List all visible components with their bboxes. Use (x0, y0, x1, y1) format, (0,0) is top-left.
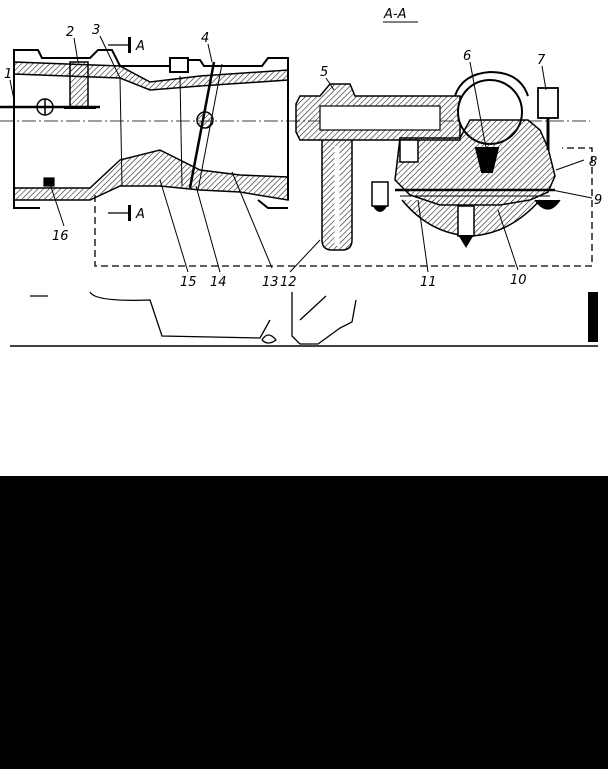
callout-12: 12 (280, 275, 297, 290)
callout-4: 4 (201, 31, 209, 46)
callout-9: 9 (594, 193, 602, 208)
section-title: A-A (383, 7, 418, 23)
callout-2: 2 (66, 25, 74, 40)
section-mark-bottom: A (108, 205, 145, 222)
bottom-sketch-strip (10, 291, 598, 347)
callout-15: 15 (180, 275, 197, 290)
channel-16-part (43, 177, 55, 187)
callout-8: 8 (589, 155, 597, 170)
svg-text:A: A (135, 39, 145, 54)
callout-5: 5 (320, 65, 328, 80)
callout-6: 6 (463, 49, 471, 64)
svg-text:A-A: A-A (383, 7, 406, 22)
dashed-outline (94, 147, 593, 267)
callout-7: 7 (537, 53, 546, 68)
callout-16: 16 (52, 229, 69, 244)
callout-11: 11 (420, 275, 437, 290)
venturi-body (13, 49, 289, 209)
air-valve-1-part (0, 98, 100, 116)
black-scan-area (0, 476, 608, 769)
section-mark-top: A (108, 37, 145, 54)
jet-block-body (295, 70, 561, 251)
callout-14: 14 (210, 275, 227, 290)
callout-1: 1 (4, 67, 12, 82)
callout-10: 10 (510, 273, 527, 288)
callout-13: 13 (262, 275, 279, 290)
callout-3: 3 (92, 23, 100, 38)
shaft-4-part (196, 111, 214, 129)
leader-lines (9, 35, 593, 273)
svg-text:A: A (135, 207, 145, 222)
callout-labels: 1 2 3 4 5 6 7 8 9 10 11 12 13 14 15 16 (4, 23, 602, 290)
